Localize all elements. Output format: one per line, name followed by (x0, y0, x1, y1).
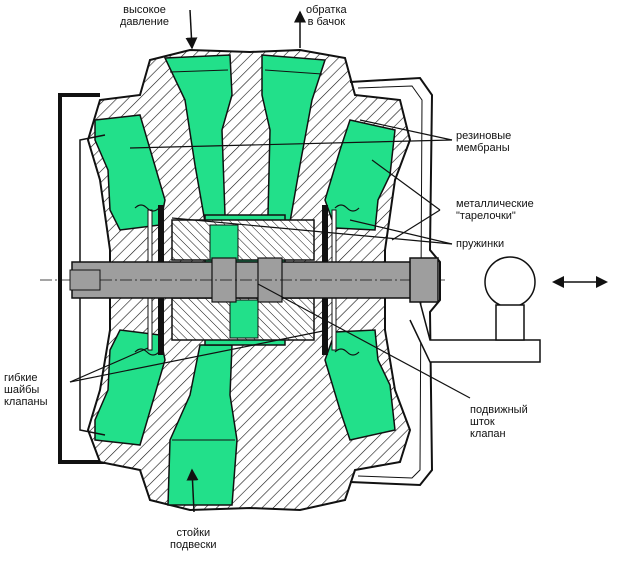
rod-end-right (409, 257, 439, 303)
label-moving-rod: подвижный шток клапан (470, 404, 528, 440)
label-springs: пружинки (456, 238, 505, 250)
double-arrow-icon (552, 276, 608, 288)
right-membrane-chamber (324, 119, 396, 441)
lower-fluid-channel (167, 344, 238, 506)
linkage-bracket (409, 301, 541, 363)
upper-fluid-channels (163, 54, 327, 223)
rod-end-left (69, 269, 101, 291)
label-metal-plates: металлические "тарелочки" (456, 198, 534, 222)
outer-casing (349, 76, 441, 487)
valve-body-upper (171, 219, 315, 261)
leader-lines (69, 119, 471, 399)
ball-joint-neck (495, 304, 525, 341)
springs (134, 204, 360, 356)
label-suspension-struts: стойки подвески (170, 527, 217, 551)
label-return-tank: обратка в бачок (306, 4, 347, 28)
label-high-pressure: высокое давление (120, 4, 170, 28)
flow-arrows (185, 9, 306, 513)
ball-joint-icon (484, 256, 536, 308)
bypass-tube (58, 93, 125, 464)
left-membrane-chamber (79, 114, 166, 446)
central-passage-lower (229, 299, 259, 339)
label-flexible-washers: гибкие шайбы клапаны (4, 372, 48, 408)
central-passage-upper (209, 224, 239, 261)
label-rubber-membranes: резиновые мембраны (456, 130, 512, 154)
